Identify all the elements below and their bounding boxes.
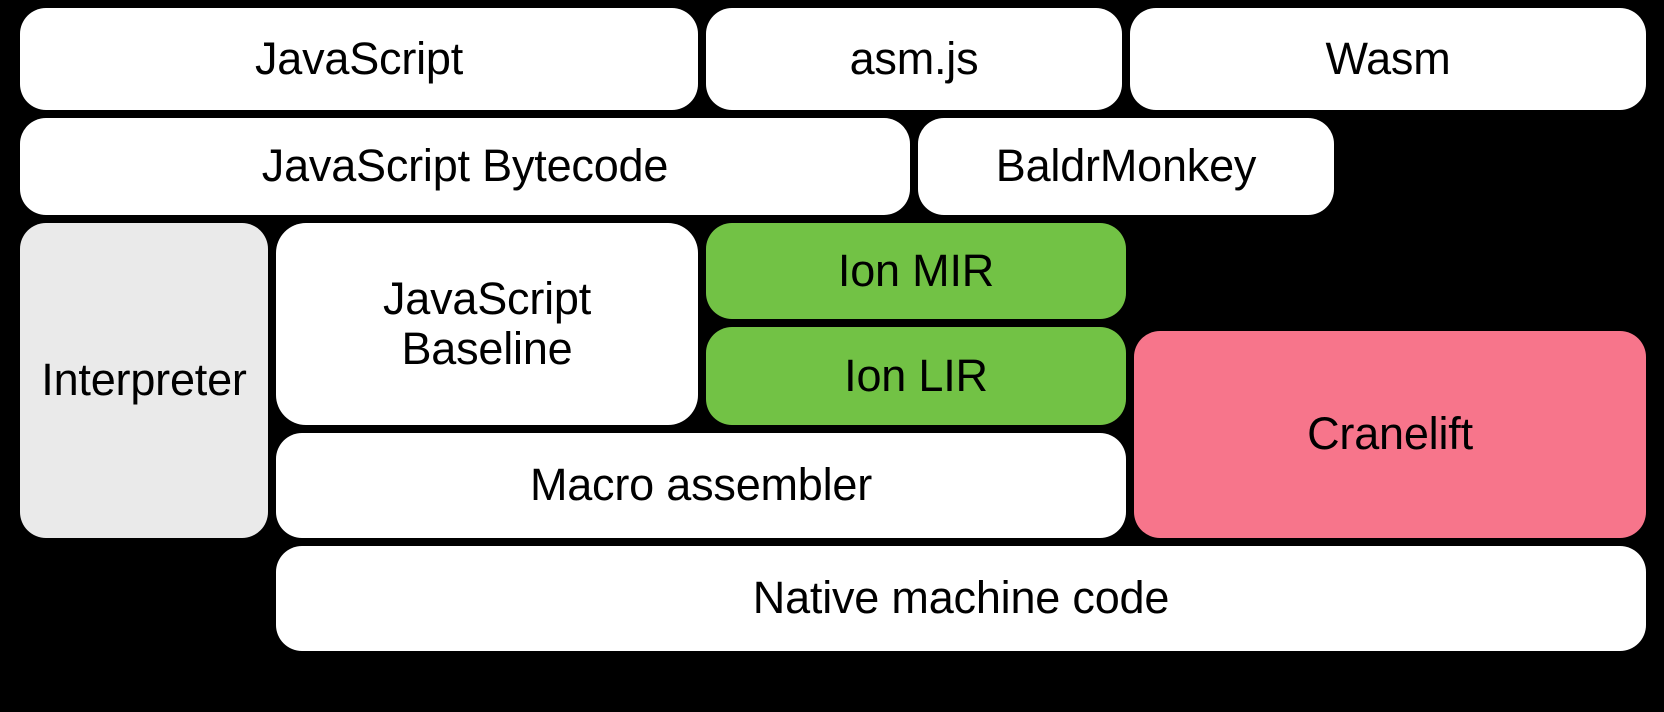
node-macro-assembler: Macro assembler [276,433,1126,538]
node-interpreter: Interpreter [20,223,268,538]
node-ion-mir: Ion MIR [706,223,1126,319]
node-javascript-bytecode: JavaScript Bytecode [20,118,910,215]
node-javascript-baseline: JavaScript Baseline [276,223,698,425]
node-javascript: JavaScript [20,8,698,110]
node-cranelift: Cranelift [1134,331,1646,538]
node-wasm: Wasm [1130,8,1646,110]
node-ion-lir: Ion LIR [706,327,1126,425]
node-asmjs: asm.js [706,8,1122,110]
node-native-machine-code: Native machine code [276,546,1646,651]
node-baldrmonkey: BaldrMonkey [918,118,1334,215]
